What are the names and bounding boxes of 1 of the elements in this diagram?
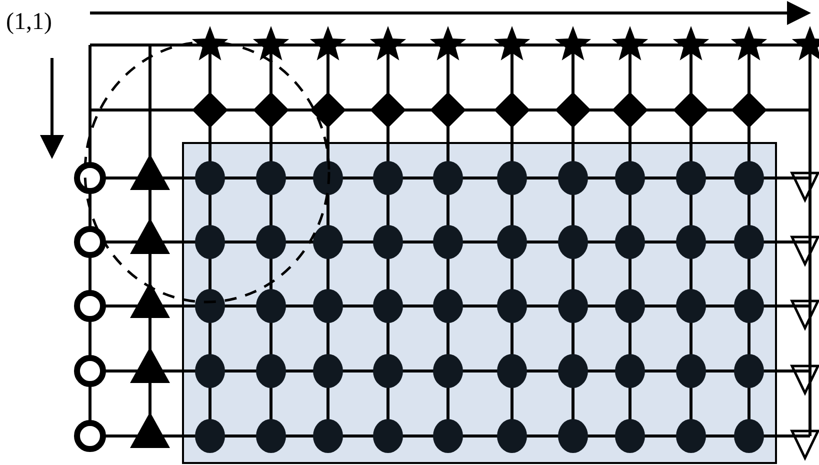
- coordinate-label: (1,1): [6, 8, 52, 36]
